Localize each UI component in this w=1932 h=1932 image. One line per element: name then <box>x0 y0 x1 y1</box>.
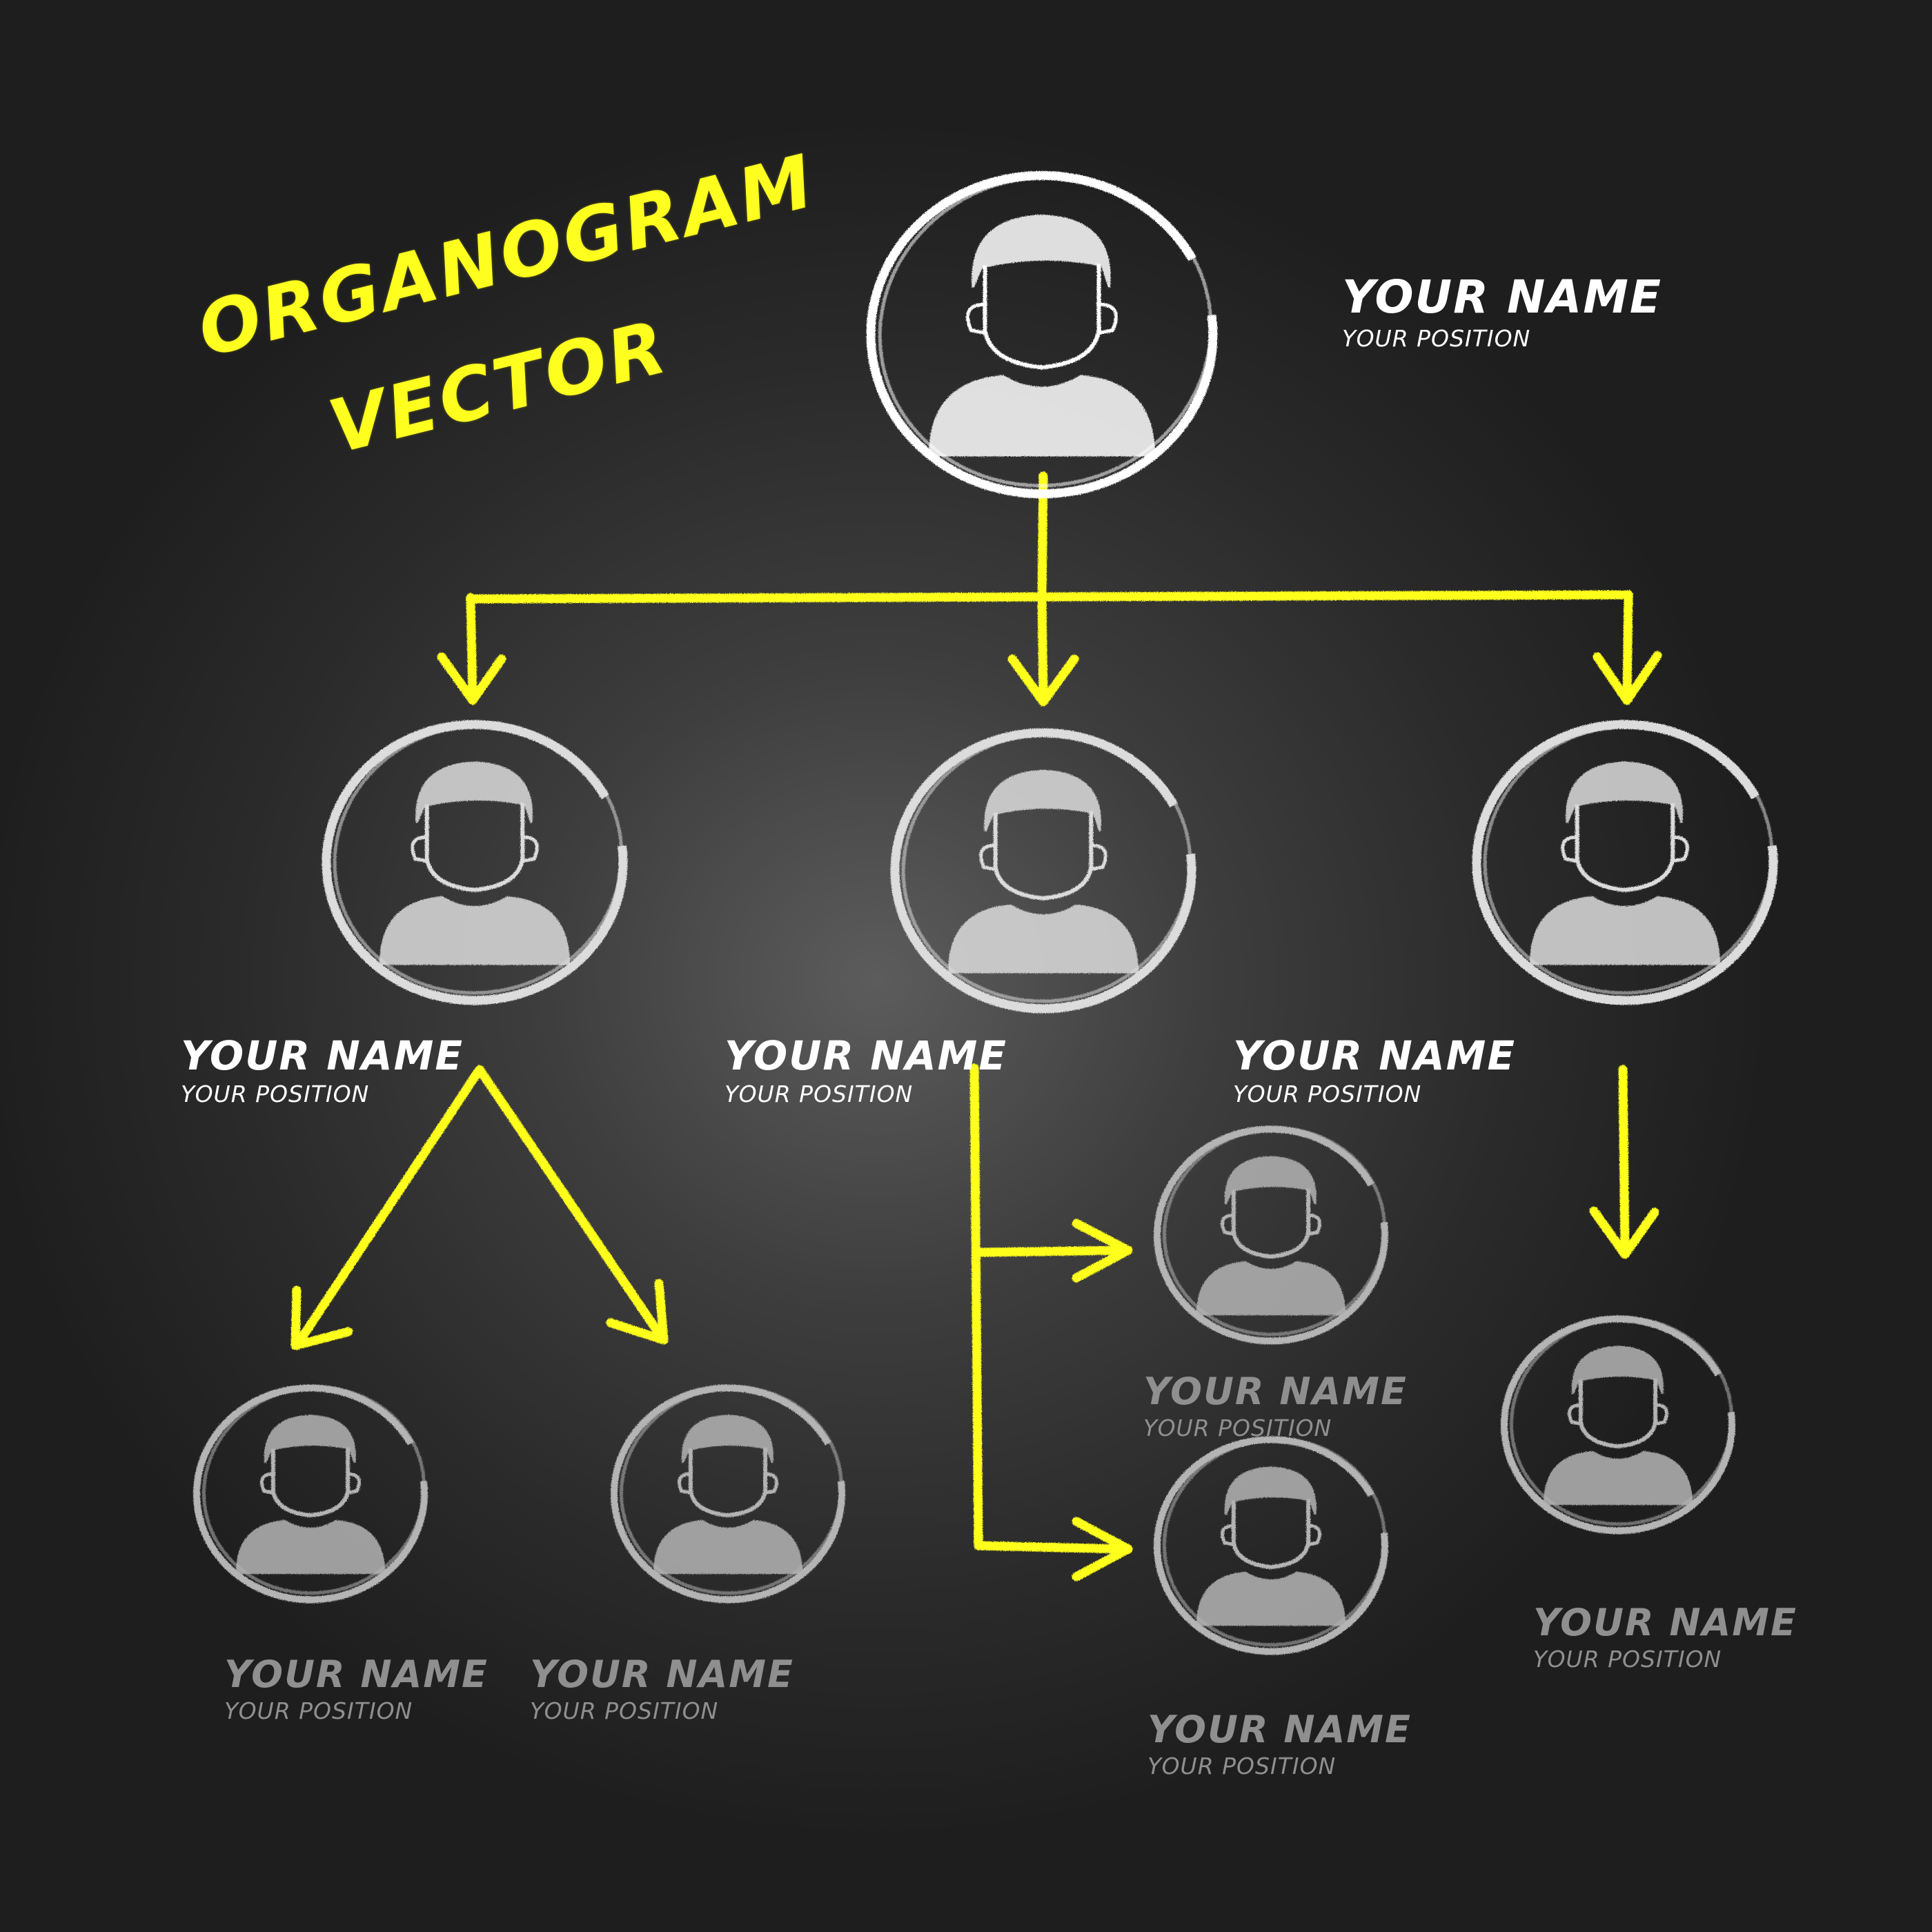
connector-to-manager-left <box>466 593 477 702</box>
person-icon <box>379 761 571 965</box>
person-icon <box>653 1414 803 1575</box>
connector-arrows <box>290 471 1662 1581</box>
label-staff-left-1: YOUR NAME YOUR POSITION <box>224 1653 489 1724</box>
node-circle-sketch <box>619 1386 844 1595</box>
node-position: YOUR POSITION <box>530 1697 719 1724</box>
person-icon <box>235 1414 386 1575</box>
node-circle-sketch <box>878 175 1213 488</box>
arrowhead-staff-center-2 <box>1072 1517 1133 1581</box>
person-icon <box>947 769 1139 974</box>
person-icon <box>1196 1156 1346 1316</box>
label-staff-center-1: YOUR NAME YOUR POSITION <box>1143 1370 1408 1441</box>
connector-bus <box>466 590 1633 604</box>
connector-center-trunk <box>969 1063 1130 1554</box>
node-position: YOUR POSITION <box>1533 1646 1722 1673</box>
arrowhead-manager-center <box>1007 654 1079 707</box>
node-circle-sketch <box>1483 723 1774 995</box>
person-icon <box>1543 1346 1693 1506</box>
arrowhead-manager-left <box>437 652 506 705</box>
node-name: YOUR NAME <box>1147 1708 1412 1751</box>
node-ceo <box>866 170 1218 499</box>
node-position: YOUR POSITION <box>1143 1414 1332 1441</box>
connector-center-branch <box>974 1245 1130 1257</box>
label-staff-right-1: YOUR NAME YOUR POSITION <box>1533 1601 1797 1673</box>
arrowhead-staff-left-1 <box>290 1285 353 1350</box>
node-staff-right-1 <box>1501 1315 1735 1535</box>
arrowhead-manager-right <box>1593 651 1662 705</box>
node-name: YOUR NAME <box>724 1032 1007 1079</box>
node-name: YOUR NAME <box>1143 1370 1408 1413</box>
node-position: YOUR POSITION <box>1233 1081 1422 1107</box>
node-circle-sketch <box>1509 1317 1734 1526</box>
node-name: YOUR NAME <box>1533 1601 1797 1644</box>
label-manager-center: YOUR NAME YOUR POSITION <box>724 1032 1007 1107</box>
label-manager-left: YOUR NAME YOUR POSITION <box>181 1032 464 1107</box>
node-name: YOUR NAME <box>1233 1032 1516 1079</box>
person-icon <box>1196 1466 1346 1626</box>
node-position: YOUR POSITION <box>1342 325 1531 352</box>
person-icon <box>928 214 1156 457</box>
node-staff-left-1 <box>193 1384 428 1604</box>
node-position: YOUR POSITION <box>724 1081 914 1107</box>
node-name: YOUR NAME <box>530 1653 794 1696</box>
node-manager-left <box>322 720 628 1005</box>
node-position: YOUR POSITION <box>1147 1753 1337 1780</box>
node-manager-right <box>1472 720 1778 1005</box>
arrowhead-staff-center-1 <box>1072 1219 1133 1283</box>
node-name: YOUR NAME <box>224 1653 489 1696</box>
label-staff-left-2: YOUR NAME YOUR POSITION <box>530 1653 794 1724</box>
label-staff-center-2: YOUR NAME YOUR POSITION <box>1147 1708 1412 1780</box>
node-name: YOUR NAME <box>181 1032 464 1079</box>
node-circle-sketch <box>1162 1437 1387 1647</box>
node-circle-sketch <box>201 1386 426 1595</box>
node-name: YOUR NAME <box>1342 270 1663 324</box>
label-manager-right: YOUR NAME YOUR POSITION <box>1233 1032 1516 1107</box>
connector-to-staff-right <box>1618 1065 1630 1257</box>
node-staff-center-1 <box>1154 1125 1388 1345</box>
node-position: YOUR POSITION <box>181 1081 370 1107</box>
node-circle-sketch <box>1162 1127 1387 1337</box>
person-icon <box>1529 761 1721 965</box>
arrowhead-staff-left-2 <box>606 1279 669 1345</box>
node-circle-sketch <box>901 731 1192 1003</box>
nodes-layer <box>193 170 1778 1655</box>
label-ceo: YOUR NAME YOUR POSITION <box>1342 270 1662 352</box>
connector-to-staff-left <box>292 1065 667 1350</box>
arrowhead-staff-right-1 <box>1589 1206 1659 1259</box>
node-staff-center-2 <box>1154 1436 1388 1655</box>
node-position: YOUR POSITION <box>224 1697 413 1724</box>
connector-to-manager-center <box>1037 595 1048 703</box>
node-manager-center <box>890 728 1196 1014</box>
connector-to-manager-right <box>1622 590 1633 702</box>
node-staff-left-2 <box>611 1384 845 1604</box>
node-circle-sketch <box>333 723 624 995</box>
